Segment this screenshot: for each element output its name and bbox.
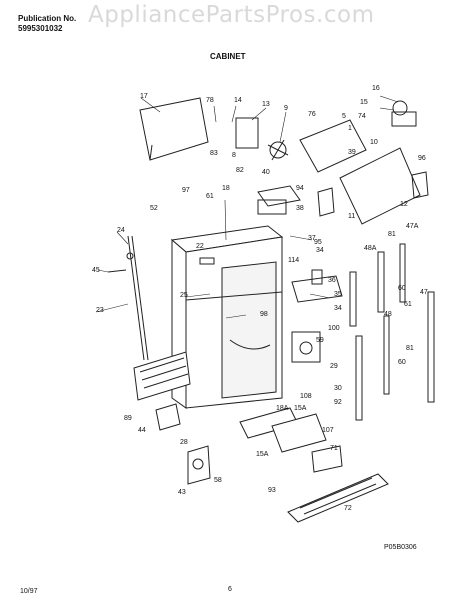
callout-47: 47 bbox=[420, 289, 428, 296]
callout-72: 72 bbox=[344, 505, 352, 512]
callout-11: 11 bbox=[348, 213, 355, 220]
callout-35: 35 bbox=[334, 291, 342, 298]
callout-83: 83 bbox=[210, 150, 218, 157]
callout-30: 30 bbox=[334, 385, 342, 392]
callout-60: 60 bbox=[398, 359, 406, 366]
callout-9: 9 bbox=[284, 105, 288, 112]
callout-23: 23 bbox=[96, 307, 104, 314]
callout-82: 82 bbox=[236, 167, 244, 174]
callout-44: 44 bbox=[138, 427, 146, 434]
callout-12: 12 bbox=[400, 201, 408, 208]
callout-36: 36 bbox=[328, 277, 336, 284]
callout-39: 39 bbox=[348, 149, 356, 156]
callout-8: 8 bbox=[232, 152, 236, 159]
callout-15a: 15A bbox=[294, 405, 307, 412]
diagram-code: P05B0306 bbox=[384, 544, 417, 551]
callout-17: 17 bbox=[140, 93, 148, 100]
fan-assembly bbox=[235, 117, 367, 173]
callout-28: 28 bbox=[180, 439, 188, 446]
bottom-grille bbox=[133, 351, 191, 401]
callout-5: 5 bbox=[342, 113, 346, 120]
callout-29: 29 bbox=[330, 363, 338, 370]
callout-76: 76 bbox=[308, 111, 316, 118]
callout-59: 59 bbox=[316, 337, 324, 344]
callout-43: 43 bbox=[178, 489, 186, 496]
callout-40: 40 bbox=[262, 169, 270, 176]
callout-114: 114 bbox=[288, 257, 299, 264]
callout-100: 100 bbox=[328, 325, 340, 332]
footer-page: 6 bbox=[228, 586, 232, 593]
callout-97: 97 bbox=[182, 187, 190, 194]
callout-81: 81 bbox=[406, 345, 414, 352]
publication-label: Publication No. bbox=[18, 14, 77, 23]
callout-16: 16 bbox=[372, 85, 380, 92]
publication-number: 5995301032 bbox=[18, 24, 63, 33]
callout-61: 61 bbox=[206, 193, 214, 200]
light-cover bbox=[239, 407, 327, 453]
section-title: CABINET bbox=[210, 52, 246, 61]
callout-81: 81 bbox=[388, 231, 396, 238]
footer-date: 10/97 bbox=[20, 588, 38, 595]
callout-98: 98 bbox=[260, 311, 268, 318]
callout-34: 34 bbox=[316, 247, 324, 254]
callout-96: 96 bbox=[418, 155, 426, 162]
rear-panel bbox=[339, 100, 429, 225]
callout-37: 37 bbox=[308, 235, 316, 242]
callout-92: 92 bbox=[334, 399, 342, 406]
callout-74: 74 bbox=[358, 113, 366, 120]
callout-94: 94 bbox=[296, 185, 304, 192]
callout-25: 25 bbox=[180, 292, 188, 299]
toe-grille bbox=[287, 445, 389, 523]
callout-93: 93 bbox=[268, 487, 276, 494]
callout-78: 78 bbox=[206, 97, 214, 104]
upper-duct bbox=[139, 97, 209, 161]
compressor-bracket bbox=[155, 403, 211, 485]
callout-34: 34 bbox=[334, 305, 342, 312]
callout-107: 107 bbox=[322, 427, 334, 434]
door-hinge-rod bbox=[107, 235, 149, 361]
callout-13: 13 bbox=[262, 101, 270, 108]
callout-15a: 15A bbox=[256, 451, 269, 458]
callout-48a: 48A bbox=[364, 245, 377, 252]
control-housing bbox=[257, 185, 335, 217]
callout-18a: 18A bbox=[276, 405, 289, 412]
callout-48: 48 bbox=[384, 311, 392, 318]
callout-71: 71 bbox=[330, 445, 338, 452]
callout-24: 24 bbox=[117, 227, 125, 234]
callout-108: 108 bbox=[300, 393, 312, 400]
callout-1: 1 bbox=[348, 125, 352, 132]
callout-95: 95 bbox=[314, 239, 322, 246]
callout-58: 58 bbox=[214, 477, 222, 484]
callout-14: 14 bbox=[234, 97, 242, 104]
callout-52: 52 bbox=[150, 205, 158, 212]
callout-45: 45 bbox=[92, 267, 100, 274]
callout-22: 22 bbox=[196, 243, 204, 250]
callout-89: 89 bbox=[124, 415, 132, 422]
shelf-support bbox=[291, 269, 343, 363]
callout-61: 61 bbox=[404, 301, 412, 308]
door-rails bbox=[349, 243, 435, 421]
callout-38: 38 bbox=[296, 205, 304, 212]
callout-47a: 47A bbox=[406, 223, 419, 230]
watermark: AppliancePartsPros.com bbox=[88, 2, 375, 28]
callout-10: 10 bbox=[370, 139, 378, 146]
callout-18: 18 bbox=[222, 185, 230, 192]
callout-60: 60 bbox=[398, 285, 406, 292]
callout-15: 15 bbox=[360, 99, 368, 106]
